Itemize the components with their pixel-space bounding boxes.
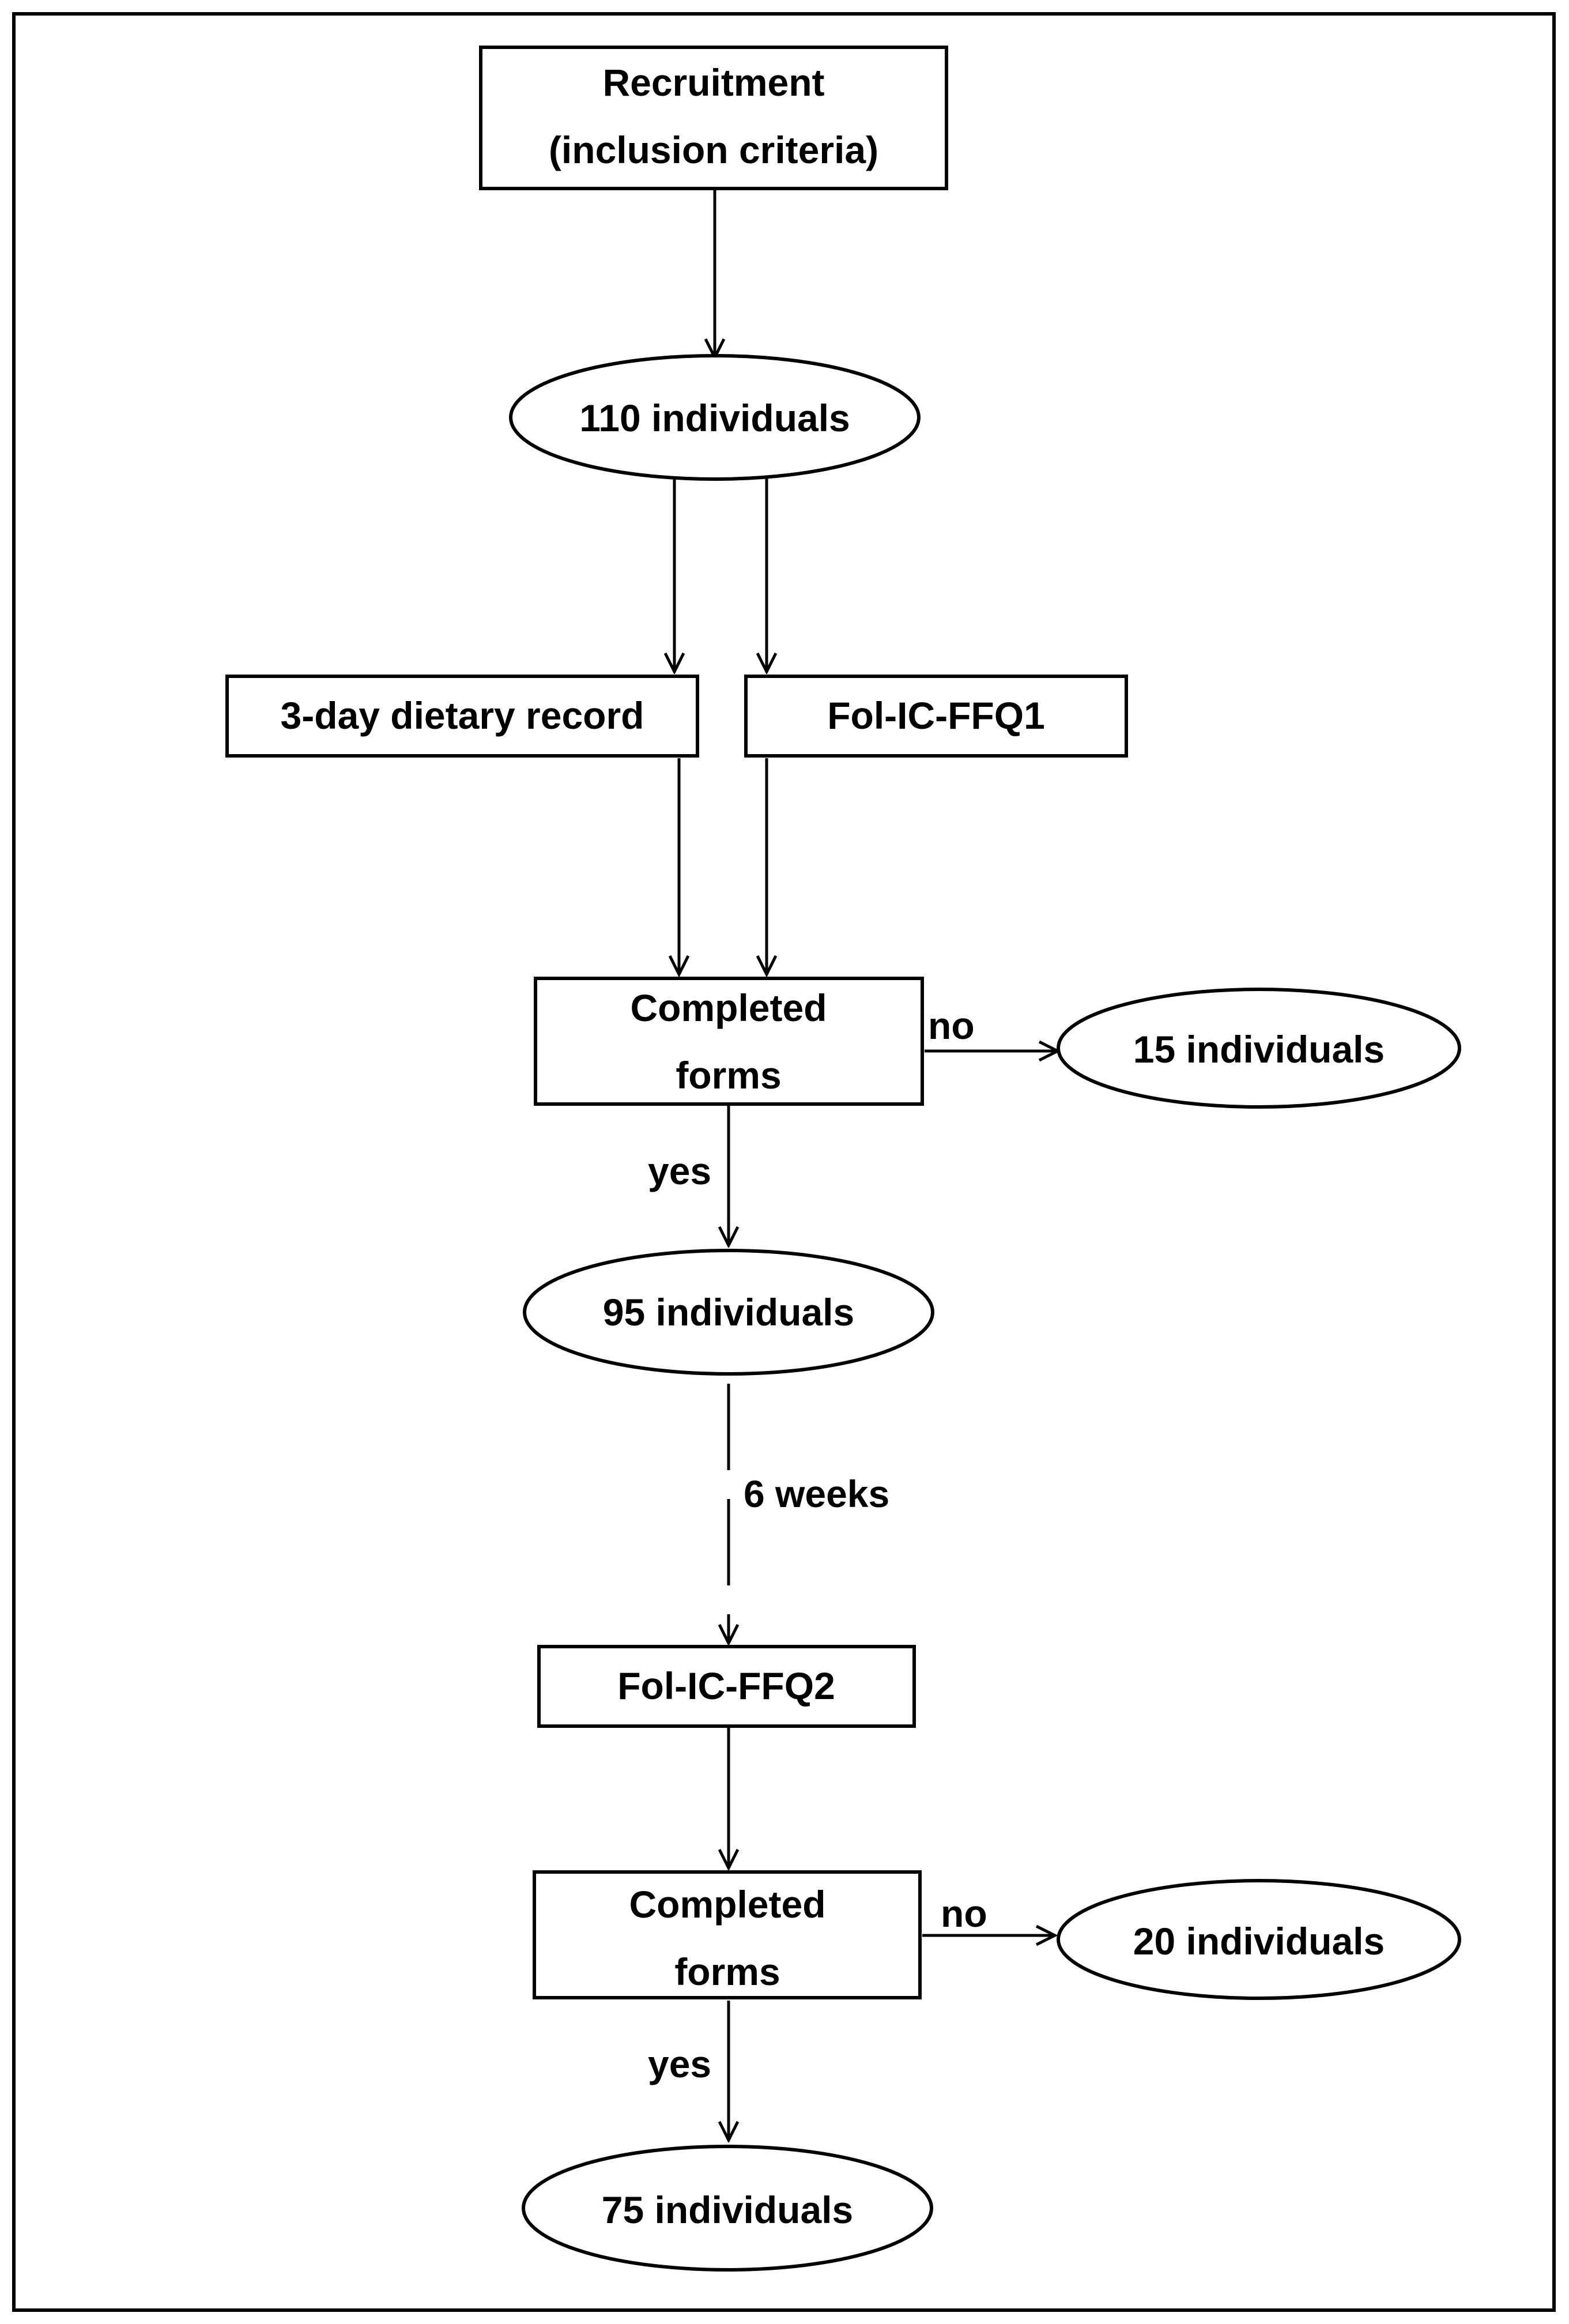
node-ffq1-label: Fol-IC-FFQ1 (827, 694, 1045, 737)
node-110-ellipse (509, 354, 921, 481)
node-75-ellipse (522, 2145, 933, 2272)
node-recruitment-line1: Recruitment (602, 61, 824, 104)
outer-frame (12, 12, 1556, 2312)
node-20-ellipse (1057, 1879, 1461, 2000)
edge-label-6-weeks: 6 weeks (744, 1472, 889, 1515)
node-ffq2-box (537, 1645, 916, 1728)
node-recruitment-line2: (inclusion criteria) (549, 129, 878, 171)
node-15-individuals: 15 individuals (1057, 988, 1461, 1109)
node-completed-forms-2-line1: Completed (629, 1883, 825, 1926)
node-20-individuals: 20 individuals (1057, 1879, 1461, 2000)
node-95-label: 95 individuals (603, 1291, 854, 1334)
node-recruitment-box (479, 46, 948, 190)
edge-label-yes-1: yes (648, 1150, 711, 1192)
node-ffq2: Fol-IC-FFQ2 (537, 1645, 916, 1728)
node-ffq2-label: Fol-IC-FFQ2 (617, 1664, 835, 1707)
node-dietary-record-box (225, 675, 699, 758)
node-110-label: 110 individuals (579, 397, 850, 439)
node-completed-forms-1-line2: forms (676, 1054, 781, 1097)
node-15-label: 15 individuals (1133, 1028, 1385, 1071)
node-95-ellipse (523, 1249, 934, 1376)
node-20-label: 20 individuals (1133, 1920, 1385, 1963)
edges (674, 190, 1058, 2140)
edge-label-yes-2: yes (648, 2043, 711, 2085)
node-completed-forms-2-box (533, 1870, 922, 1999)
node-dietary-record: 3-day dietary record (225, 675, 699, 758)
node-recruitment: Recruitment (inclusion criteria) (479, 46, 948, 190)
node-110-individuals: 110 individuals (509, 354, 921, 481)
node-95-individuals: 95 individuals (523, 1249, 934, 1376)
node-completed-forms-2-line2: forms (674, 1950, 780, 1993)
node-75-individuals: 75 individuals (522, 2145, 933, 2272)
node-completed-forms-2: Completed forms (533, 1870, 922, 1999)
node-15-ellipse (1057, 988, 1461, 1109)
edge-labels: no yes 6 weeks no yes (648, 1004, 987, 2085)
node-completed-forms-1-box (534, 977, 924, 1106)
node-completed-forms-1-line1: Completed (630, 986, 827, 1029)
node-ffq1-box (744, 675, 1128, 758)
node-dietary-record-label: 3-day dietary record (281, 694, 644, 737)
edge-label-no-1: no (928, 1004, 975, 1047)
node-75-label: 75 individuals (602, 2189, 853, 2231)
node-completed-forms-1: Completed forms (534, 977, 924, 1106)
node-ffq1: Fol-IC-FFQ1 (744, 675, 1128, 758)
edge-label-no-2: no (941, 1892, 987, 1935)
